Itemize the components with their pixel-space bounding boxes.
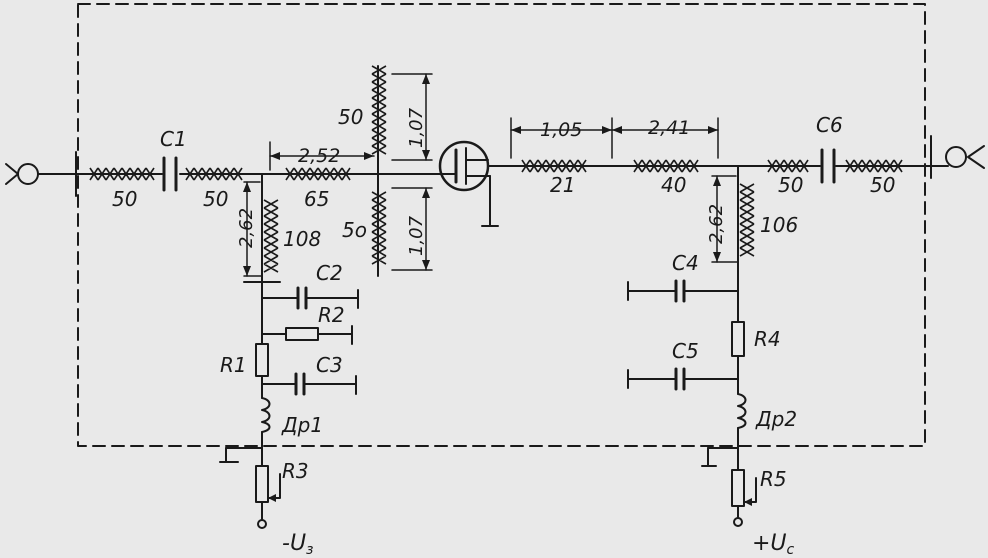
- label-c4: C4: [672, 251, 699, 275]
- label-c5: C5: [672, 339, 699, 363]
- dim-out-line-2: 2,41: [648, 117, 690, 139]
- z-open-stub-top: 50: [338, 105, 363, 129]
- z-open-stub-bottom: 5o: [342, 218, 367, 242]
- label-r3: R3: [282, 459, 309, 483]
- label-r5: R5: [760, 467, 787, 491]
- inductor-dr2: [737, 393, 747, 429]
- capacitor-c6: C6: [816, 113, 843, 184]
- impedance-labels: 50 50 65 108 50 5o 21 40 50 50 106: [112, 105, 895, 251]
- label-c2: C2: [316, 261, 343, 285]
- label-r2: R2: [318, 303, 345, 327]
- z-series-1: 65: [304, 187, 329, 211]
- dim-stub-1: 2,62: [236, 208, 257, 248]
- output-connector-icon: [945, 145, 985, 169]
- segment-out-line-1: [521, 159, 587, 173]
- segment-out-line-4: [845, 159, 903, 173]
- transistor-icon: [438, 140, 499, 227]
- dimension-lines: 2,52 2,62 1,07 1,07 1,05 2,41: [236, 73, 739, 277]
- segment-after-c1: [185, 167, 243, 181]
- capacitor-c1: C1: [160, 127, 187, 192]
- label-dr2: Др2: [755, 407, 797, 431]
- label-c3: C3: [316, 353, 343, 377]
- gate-supply-label: -Uз: [282, 531, 314, 558]
- dim-out-line-1: 1,05: [540, 119, 582, 141]
- label-dr1: Др1: [281, 413, 323, 437]
- z-stub-1: 108: [283, 227, 321, 251]
- z-out-line-4: 50: [870, 173, 895, 197]
- z-stub-2: 106: [760, 213, 798, 237]
- label-r1: R1: [220, 353, 247, 377]
- enclosure-boundary: [77, 3, 926, 447]
- z-out-line-2: 40: [661, 173, 686, 197]
- z-after-c1: 50: [203, 187, 228, 211]
- dim-stub-2: 2,62: [706, 204, 727, 244]
- segment-out-line-3: [767, 159, 809, 173]
- segment-in-line: [89, 167, 155, 181]
- z-out-line-1: 21: [550, 173, 575, 197]
- label-r4: R4: [754, 327, 781, 351]
- segment-series-1: [285, 167, 351, 181]
- drain-bias-network: C4 R4 C5 Др2 R5 +Uc: [627, 165, 797, 558]
- label-c1: C1: [160, 127, 187, 151]
- dim-open-stub-top: 1,07: [406, 107, 427, 148]
- dim-open-stub-bottom: 1,07: [406, 215, 427, 256]
- gate-bias-network: C2 R2 R1 C3 Др1 R3 -Uз: [219, 173, 359, 558]
- label-c6: C6: [816, 113, 843, 137]
- drain-supply-terminal: [733, 517, 743, 527]
- z-out-line-3: 50: [778, 173, 803, 197]
- segment-out-line-2: [633, 159, 699, 173]
- dim-series-1: 2,52: [298, 145, 340, 167]
- segment-stub-2: [739, 183, 755, 257]
- input-connector-icon: [5, 163, 39, 185]
- z-in-line: 50: [112, 187, 137, 211]
- gate-supply-terminal: [257, 519, 267, 529]
- drain-supply-label: +Uc: [752, 531, 795, 558]
- inductor-dr1: [261, 397, 271, 433]
- segment-stub-1: [263, 199, 279, 273]
